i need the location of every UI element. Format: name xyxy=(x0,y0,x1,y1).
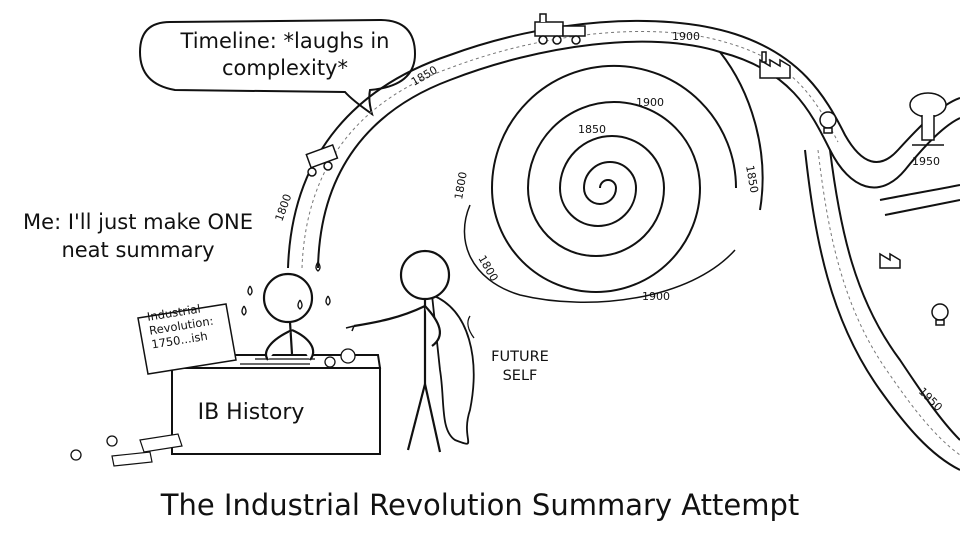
factory-icon xyxy=(879,252,901,269)
stick-figure-future-self xyxy=(353,249,475,453)
stick-figure-me xyxy=(262,272,315,361)
year-label: 1900 xyxy=(636,96,664,109)
factory-icon xyxy=(759,51,791,79)
lightbulb-icon xyxy=(931,303,949,326)
lightbulb-icon xyxy=(819,111,837,134)
speech-bubble-text: Timeline: *laughs in complexity* xyxy=(180,29,390,80)
year-label: 1800 xyxy=(452,171,470,201)
mushroom-cloud-icon xyxy=(909,92,947,146)
future-self-label: FUTURE SELF xyxy=(491,349,549,384)
year-label: 1900 xyxy=(642,290,670,303)
tear-drops xyxy=(241,261,331,316)
timeline-spiral xyxy=(463,65,737,303)
sticky-note xyxy=(137,303,237,375)
train-icon xyxy=(305,143,339,177)
year-label: 1900 xyxy=(672,30,700,43)
train-icon xyxy=(534,13,586,45)
pointing-hand xyxy=(345,325,355,332)
desk-label: IB History xyxy=(197,400,305,425)
year-label: 1950 xyxy=(916,385,945,414)
timeline-road xyxy=(287,19,960,471)
future-self-pointer xyxy=(467,315,475,339)
crumpled-paper xyxy=(70,348,356,461)
year-label: 1850 xyxy=(743,164,761,194)
year-label: 1800 xyxy=(475,253,500,284)
me-caption: Me: I'll just make ONE neat summary xyxy=(23,210,253,262)
year-label: 1800 xyxy=(273,192,295,223)
loose-paper xyxy=(111,433,183,467)
year-label: 1950 xyxy=(912,155,940,168)
year-label: 1850 xyxy=(578,123,606,136)
speech-bubble xyxy=(138,18,417,117)
comic-title: The Industrial Revolution Summary Attemp… xyxy=(160,488,800,522)
desk xyxy=(168,354,382,455)
